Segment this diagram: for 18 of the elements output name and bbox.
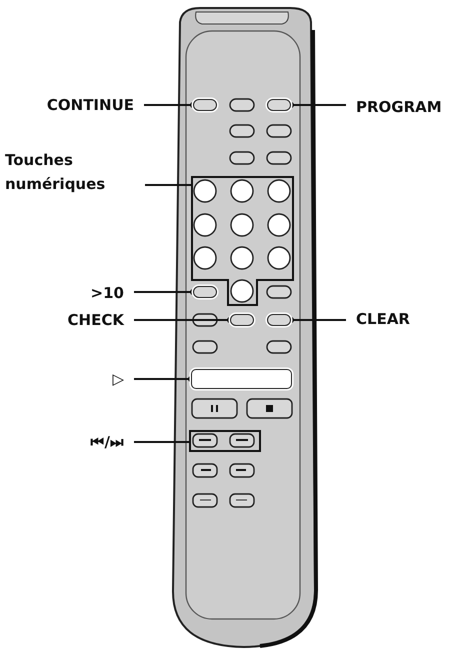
oval-button bbox=[193, 99, 217, 111]
button-label: CHECK bbox=[50, 308, 124, 332]
oval-button bbox=[193, 286, 217, 298]
button-label: >10 bbox=[80, 281, 124, 305]
leader-line bbox=[145, 184, 191, 186]
keypad-outline bbox=[191, 176, 294, 306]
button-group-outline bbox=[189, 430, 261, 452]
button-label: CLEAR bbox=[356, 307, 436, 331]
oval-button bbox=[230, 314, 254, 326]
leader-line bbox=[134, 441, 189, 443]
play-button bbox=[191, 369, 292, 389]
button-label: ▷ bbox=[92, 367, 124, 391]
button-label: ⏮/⏭ bbox=[20, 430, 124, 454]
oval-button bbox=[267, 99, 291, 111]
button-label: CONTINUE bbox=[24, 93, 134, 117]
button-label: PROGRAM bbox=[356, 95, 456, 119]
button-label: Touches numériques bbox=[5, 148, 135, 196]
oval-button bbox=[267, 314, 291, 326]
